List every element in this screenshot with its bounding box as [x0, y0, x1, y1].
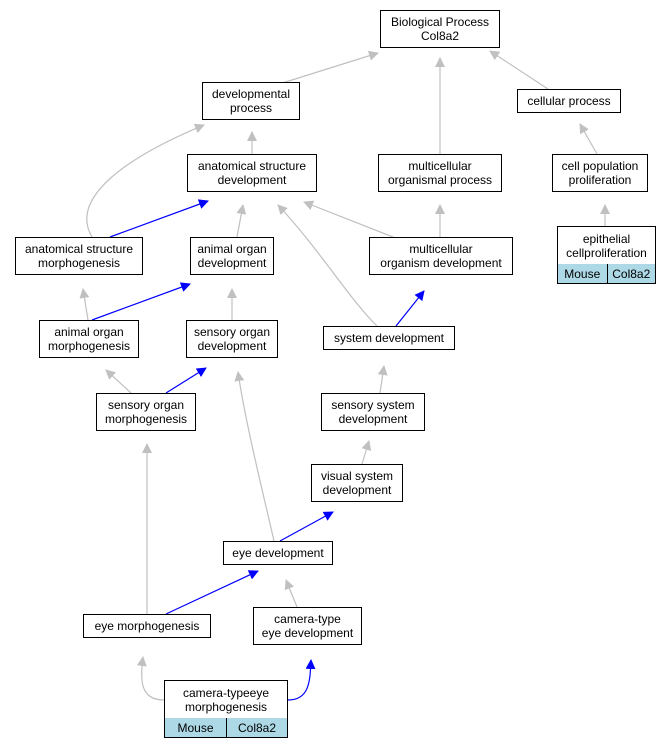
node-label-line1: visual system [320, 469, 394, 483]
node-label-line2: development [217, 173, 287, 187]
node-label-line2: morphogenesis [47, 339, 131, 353]
node-label-line1: developmental [211, 87, 291, 101]
node-cellular-process[interactable]: cellular process [517, 89, 621, 113]
node-label-line1: system development [333, 331, 445, 345]
node-camera-type-eye-morphogenesis[interactable]: camera-typeeye morphogenesis Mouse Col8a… [164, 680, 288, 738]
node-label-line1: cell population [561, 159, 639, 173]
edge-system-development-to-multicellular-organism-development [395, 290, 425, 327]
node-epithelial-cell-proliferation[interactable]: epithelial cellproliferation Mouse Col8a… [557, 226, 656, 284]
annotation-cells: Mouse Col8a2 [558, 264, 655, 283]
node-label-line1: anatomical structure [197, 159, 307, 173]
node-label-line1: eye development [232, 546, 324, 560]
edge-eye-development-to-sensory-organ-development [234, 371, 275, 542]
node-label-line1: sensory organ [107, 398, 185, 412]
edge-developmental-process-to-root [275, 50, 379, 86]
node-label-line1: Biological Process [390, 15, 490, 29]
edge-camera-type-eye-morphogenesis-to-camera-type-eye-development [287, 659, 316, 701]
edge-anatomical-structure-morphogenesis-to-anatomical-structure-development [109, 199, 209, 238]
node-label-line1: multicellular [409, 242, 473, 256]
edge-system-development-to-anatomical-structure-development [277, 204, 378, 327]
edge-sensory-system-development-to-system-development [377, 365, 388, 394]
edge-animal-organ-morphogenesis-to-animal-organ-development [91, 282, 191, 321]
species-cell[interactable]: Mouse [165, 718, 226, 737]
leaf-title: camera-typeeye morphogenesis [165, 681, 287, 719]
node-label-line1: cellular process [527, 94, 611, 108]
edge-anatomical-structure-morphogenesis-to-developmental-process [86, 123, 205, 238]
node-label-line1: sensory system [331, 398, 415, 412]
node-eye-morphogenesis[interactable]: eye morphogenesis [83, 614, 211, 638]
edge-animal-organ-development-to-anatomical-structure-development [236, 204, 247, 238]
edge-sensory-organ-morphogenesis-to-animal-organ-morphogenesis [105, 369, 132, 394]
node-label-line2: morphogenesis [104, 412, 188, 426]
edge-eye-morphogenesis-to-eye-development [165, 570, 259, 615]
node-label-line1: anatomical structure [24, 242, 134, 256]
edge-cell-population-proliferation-to-cellular-process [579, 123, 598, 155]
edge-camera-type-eye-development-to-eye-development [284, 579, 298, 608]
node-eye-development[interactable]: eye development [223, 541, 333, 565]
species-cell[interactable]: Mouse [558, 264, 607, 283]
annotation-cells: Mouse Col8a2 [165, 718, 287, 737]
node-label-line1: epithelial cell [566, 231, 631, 260]
node-label-line2: development [322, 483, 392, 497]
node-system-development[interactable]: system development [323, 326, 455, 350]
node-label-line2: proliferation [568, 173, 632, 187]
node-label-line2: process [229, 101, 273, 115]
node-label-line2: proliferation [584, 245, 647, 260]
node-label-line1: multicellular [408, 159, 472, 173]
node-label-line1: camera-type [274, 612, 341, 626]
gene-cell[interactable]: Col8a2 [606, 264, 655, 283]
edge-sensory-organ-morphogenesis-to-sensory-organ-development [165, 367, 207, 394]
node-label-line1: animal organ [197, 242, 267, 256]
node-label-line2: eye morphogenesis [184, 685, 270, 714]
node-label-line2: development [338, 412, 408, 426]
node-label-line2: organismal process [387, 173, 493, 187]
edge-eye-development-to-visual-system-development [279, 511, 334, 542]
node-label-line1: camera-type [182, 685, 250, 700]
node-label-line1: animal organ [54, 325, 124, 339]
edge-camera-type-eye-morphogenesis-to-eye-morphogenesis [136, 656, 165, 701]
edge-animal-organ-morphogenesis-to-anatomical-structure-morphogenesis [79, 288, 90, 321]
node-label-line2: Col8a2 [420, 29, 459, 43]
gene-cell[interactable]: Col8a2 [226, 718, 287, 737]
node-label-line1: sensory organ [193, 325, 271, 339]
leaf-title: epithelial cellproliferation [558, 227, 655, 265]
node-label-line2: organism development [380, 256, 502, 270]
node-label-line2: morphogenesis [37, 256, 121, 270]
node-label-line2: eye development [261, 626, 354, 640]
node-label-line1: eye morphogenesis [94, 619, 200, 633]
edge-visual-system-development-to-sensory-system-development [361, 440, 372, 465]
edge-cellular-process-to-root [489, 50, 549, 90]
node-label-line2: development [197, 339, 267, 353]
edge-multicellular-organism-development-to-anatomical-structure-development [303, 200, 399, 240]
node-label-line2: development [197, 256, 267, 270]
